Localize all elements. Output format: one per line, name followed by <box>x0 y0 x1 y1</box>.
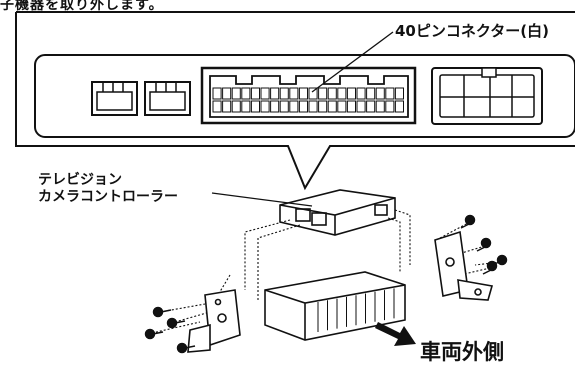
right-bracket <box>434 230 494 301</box>
connector-pin <box>241 100 251 113</box>
connector-pin <box>356 100 366 113</box>
screw-icon <box>176 342 196 354</box>
connector-pin <box>289 100 299 113</box>
pin-grid-top <box>212 87 404 100</box>
direction-arrow-icon <box>375 322 416 346</box>
small-connector-left <box>91 81 138 116</box>
screw-icon <box>460 214 476 229</box>
connector-pin <box>337 100 347 113</box>
left-bracket <box>187 289 241 353</box>
controller-label-line2: カメラコントローラー <box>38 189 178 205</box>
pin-grid-bottom <box>212 100 404 113</box>
connector-pin <box>327 100 337 113</box>
small-connector-right <box>144 81 191 116</box>
connector-pin <box>394 100 404 113</box>
connector-pin <box>222 100 232 113</box>
connector-pin <box>260 87 270 100</box>
connector-pin <box>308 87 318 100</box>
connector-pin <box>298 100 308 113</box>
connector-pin <box>318 100 328 113</box>
connector-pin <box>270 87 280 100</box>
connector-pin <box>375 100 385 113</box>
connector-pin <box>289 87 299 100</box>
controller-leader-line <box>211 192 313 207</box>
connector-pin <box>212 100 222 113</box>
connector-pin <box>279 87 289 100</box>
connector-pin <box>308 100 318 113</box>
connector-pin <box>366 87 376 100</box>
controller-label: テレビジョン カメラコントローラー <box>38 172 178 206</box>
connector-pin <box>279 100 289 113</box>
screws <box>144 214 508 354</box>
assembly-guide-lines <box>151 209 501 334</box>
connector-pin <box>231 87 241 100</box>
screw-icon <box>489 254 508 267</box>
large-connector <box>431 67 543 125</box>
connector-pin <box>356 87 366 100</box>
connector-pin <box>231 100 241 113</box>
connector-pin <box>270 100 280 113</box>
forty-pin-connector <box>200 66 417 125</box>
connector-pin <box>298 87 308 100</box>
screw-icon <box>476 237 492 252</box>
instruction-text: 子機器を取り外します。 <box>0 0 164 13</box>
controller-label-line1: テレビジョン <box>38 172 122 188</box>
connector-pin <box>318 87 328 100</box>
connector-pin <box>394 87 404 100</box>
connector-pin <box>212 87 222 100</box>
vehicle-outer-side-label: 車両外側 <box>420 340 504 364</box>
base-unit <box>264 271 406 341</box>
screw-icon <box>152 306 172 318</box>
connector-pin <box>260 100 270 113</box>
screw-icon <box>144 328 164 340</box>
connector-pin <box>375 87 385 100</box>
connector-pin <box>337 87 347 100</box>
connector-pin <box>250 87 260 100</box>
connector-pin <box>222 87 232 100</box>
connector-pin <box>241 87 251 100</box>
connector-pin <box>385 87 395 100</box>
camera-controller-unit <box>279 189 396 236</box>
connector-pin <box>250 100 260 113</box>
screw-icon <box>166 317 186 329</box>
connector-pin <box>385 100 395 113</box>
connector-leader-line <box>311 31 394 93</box>
connector-pin <box>346 100 356 113</box>
connector-pin <box>366 100 376 113</box>
connector-pin <box>346 87 356 100</box>
connector-pin <box>327 87 337 100</box>
connector-label: 40ピンコネクター(白) <box>395 22 549 40</box>
